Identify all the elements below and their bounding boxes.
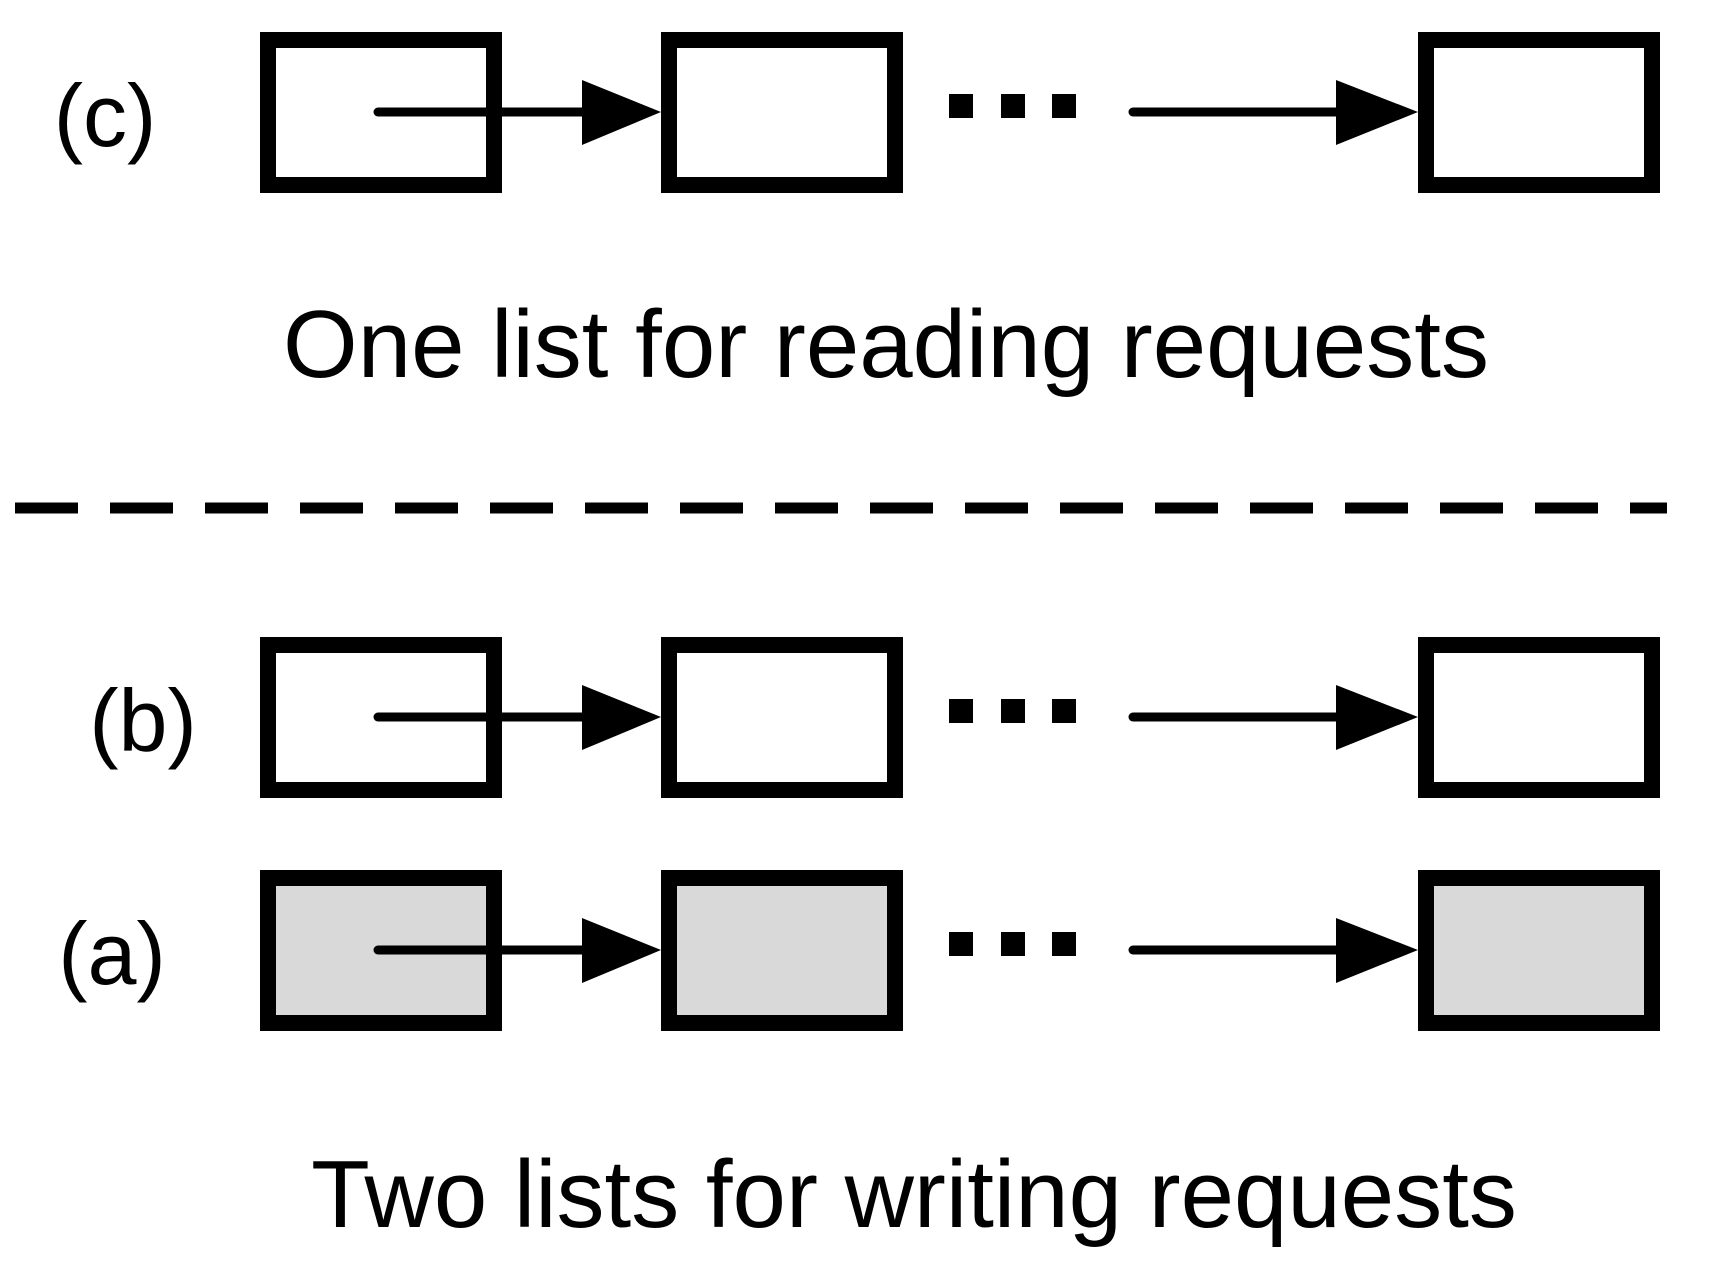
dot xyxy=(949,932,973,956)
dot xyxy=(1052,94,1076,118)
dot xyxy=(949,699,973,723)
list-row-c: (c) xyxy=(54,32,1660,193)
dot xyxy=(1001,699,1025,723)
node-box xyxy=(1418,637,1660,798)
ellipsis-dots xyxy=(949,932,1076,956)
caption-writing: Two lists for writing requests xyxy=(311,1141,1517,1248)
ellipsis-dots xyxy=(949,699,1076,723)
arrow-head xyxy=(1336,918,1418,983)
row-label-a: (a) xyxy=(58,904,166,1003)
arrow-head xyxy=(1336,685,1418,750)
node-box xyxy=(661,637,903,798)
dot xyxy=(1052,699,1076,723)
node-box xyxy=(1418,870,1660,1031)
node-box xyxy=(1418,32,1660,193)
list-row-a: (a) xyxy=(58,870,1660,1031)
arrow-head xyxy=(582,918,661,983)
caption-reading: One list for reading requests xyxy=(283,291,1489,398)
node-box xyxy=(661,32,903,193)
arrow-head xyxy=(582,685,661,750)
arrow-head xyxy=(1336,80,1418,145)
dot xyxy=(1001,94,1025,118)
arrow-head xyxy=(582,80,661,145)
row-label-c: (c) xyxy=(54,66,157,165)
dot xyxy=(1001,932,1025,956)
dot xyxy=(1052,932,1076,956)
ellipsis-dots xyxy=(949,94,1076,118)
row-label-b: (b) xyxy=(89,671,197,770)
dot xyxy=(949,94,973,118)
node-box xyxy=(661,870,903,1031)
list-row-b: (b) xyxy=(89,637,1660,798)
